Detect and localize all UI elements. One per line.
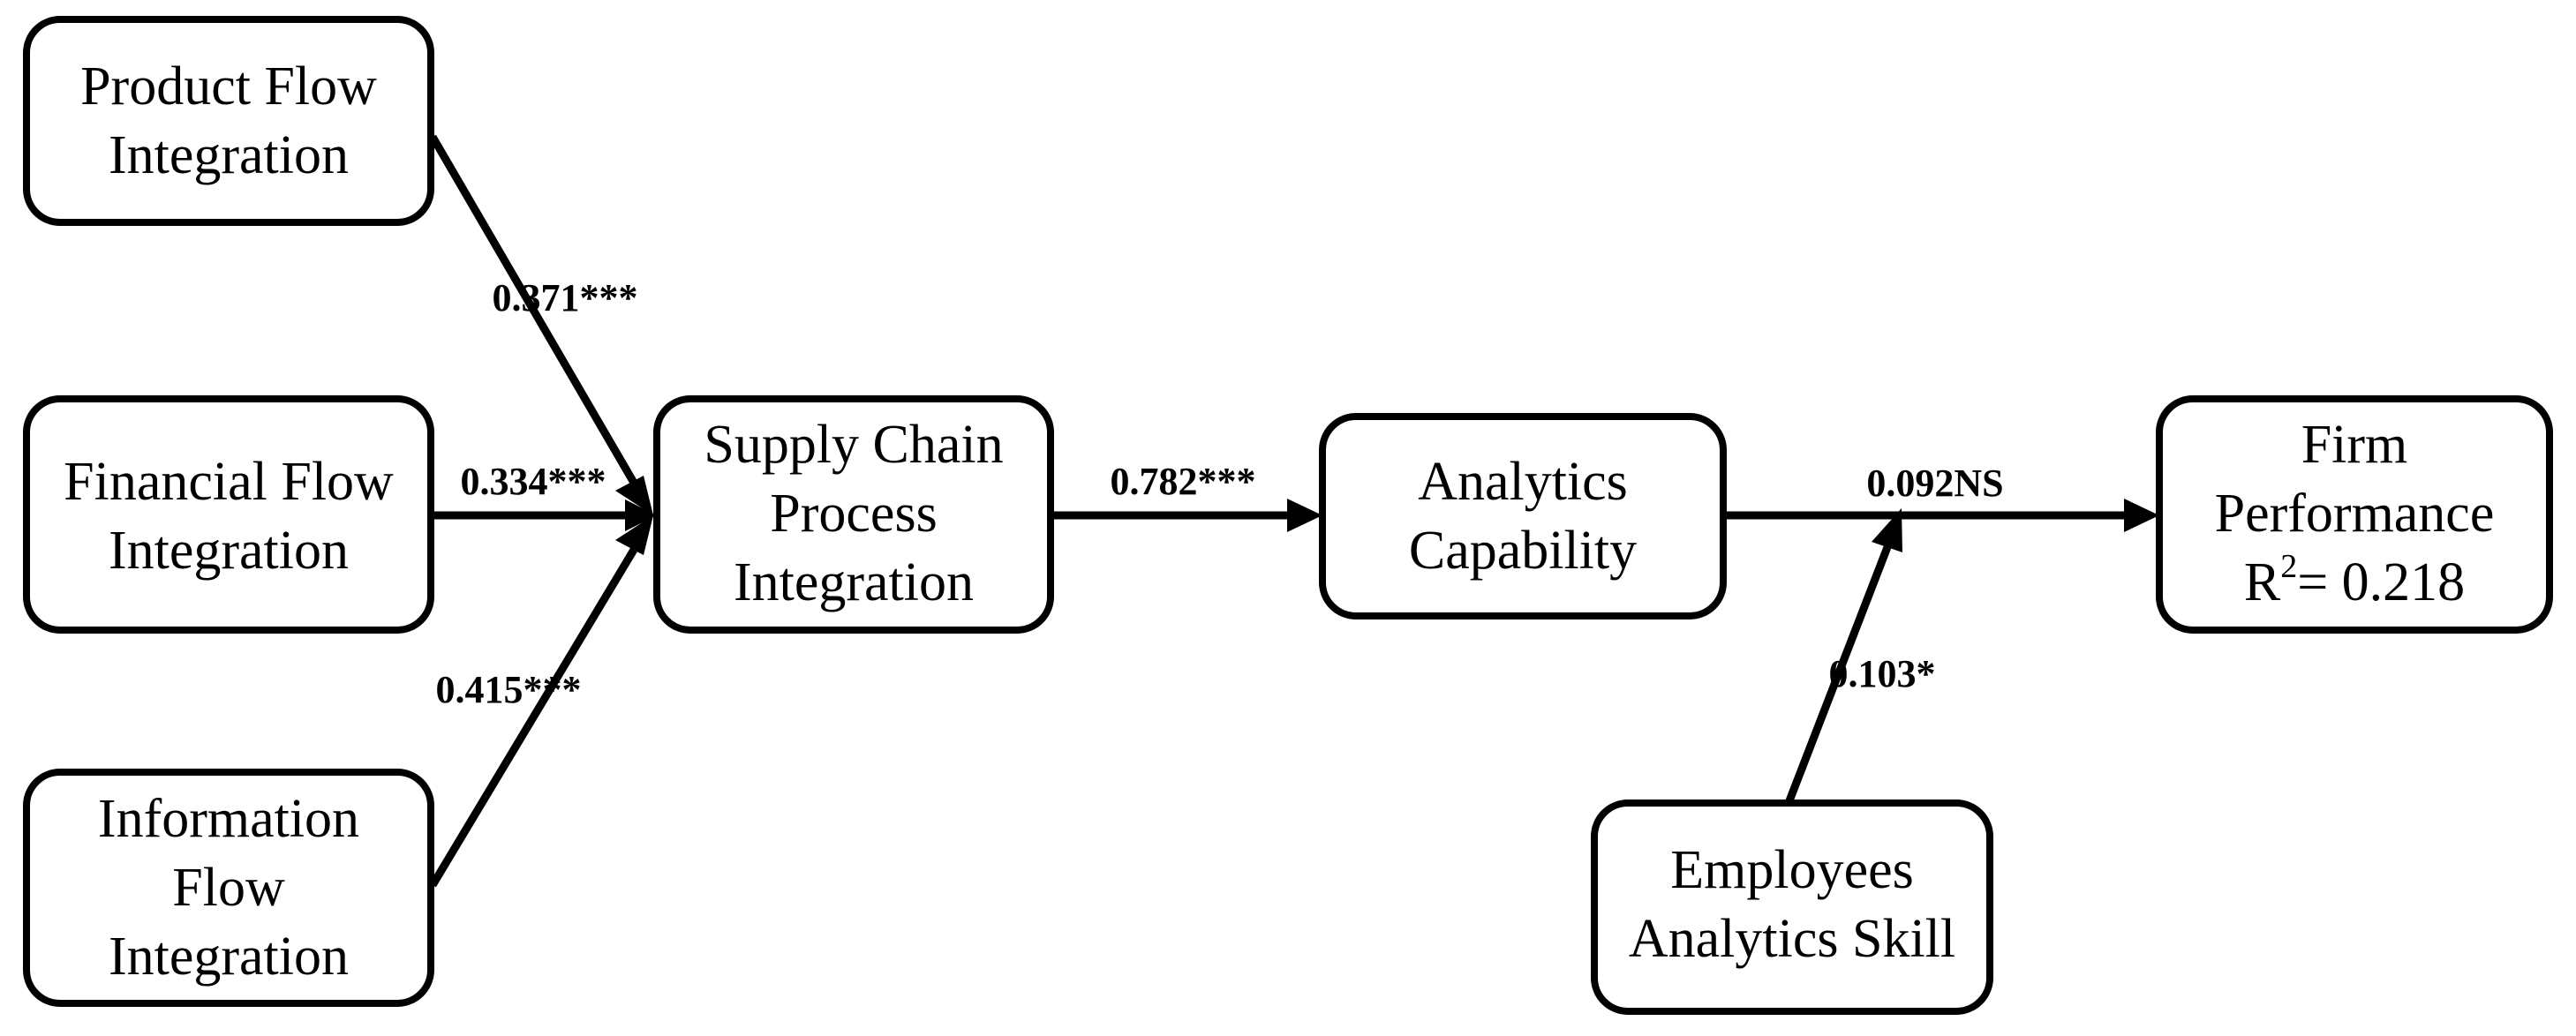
node-employees-analytics-skill: Employees Analytics Skill — [1591, 800, 1993, 1015]
node-financial-flow: Financial Flow Integration — [23, 395, 434, 634]
r2-value: = 0.218 — [2297, 552, 2465, 612]
coef-scpi-to-analytics: 0.782*** — [1111, 460, 1256, 503]
node-information-flow-line-3: Integration — [109, 927, 349, 987]
node-employees-skill-line-1: Employees — [1670, 840, 1914, 900]
coef-information-to-scpi: 0.415*** — [436, 668, 582, 711]
r2-superscript: 2 — [2280, 548, 2297, 585]
node-information-flow: Information Flow Integration — [23, 769, 434, 1007]
coef-skill-moderation: 0.103* — [1829, 652, 1936, 695]
node-scpi-line-3: Integration — [734, 552, 974, 612]
node-information-flow-line-2: Flow — [172, 858, 285, 918]
node-firm-performance-r2: R2= 0.218 — [2244, 548, 2465, 612]
node-information-flow-line-1: Information — [98, 789, 359, 849]
node-firm-performance-line-2: Performance — [2215, 484, 2495, 544]
node-employees-skill-line-2: Analytics Skill — [1629, 909, 1955, 969]
node-firm-performance-line-1: Firm — [2301, 415, 2408, 475]
edges — [429, 134, 2128, 888]
edge-skill-moderation — [1784, 545, 1892, 805]
node-analytics-capability-line-2: Capability — [1409, 521, 1637, 581]
edge-labels: 0.371*** 0.334*** 0.415*** 0.782*** 0.09… — [436, 276, 2004, 711]
node-financial-flow-line-1: Financial Flow — [64, 452, 394, 512]
node-product-flow-line-1: Product Flow — [80, 56, 377, 116]
node-scpi-line-1: Supply Chain — [704, 415, 1003, 475]
node-analytics-capability: Analytics Capability — [1319, 413, 1727, 619]
node-financial-flow-line-2: Integration — [109, 521, 349, 581]
node-firm-performance: Firm Performance R2= 0.218 — [2156, 395, 2553, 634]
arrowhead-analytics-to-firm — [2124, 499, 2159, 532]
edge-product-to-scpi — [429, 134, 637, 485]
coef-product-to-scpi: 0.371*** — [493, 276, 638, 319]
arrowhead-financial-to-scpi — [625, 499, 657, 531]
node-scpi-line-2: Process — [770, 484, 937, 544]
node-product-flow-line-2: Integration — [109, 125, 349, 185]
node-analytics-capability-line-1: Analytics — [1418, 452, 1628, 512]
r2-prefix: R — [2244, 552, 2281, 612]
arrowhead-product-to-scpi — [615, 476, 653, 515]
arrowhead-skill-moderation — [1872, 508, 1902, 552]
arrowheads — [615, 476, 2159, 555]
edge-information-to-scpi — [429, 547, 637, 888]
arrowhead-scpi-to-analytics — [1287, 499, 1322, 532]
node-product-flow: Product Flow Integration — [23, 16, 434, 226]
coef-financial-to-scpi: 0.334*** — [461, 460, 606, 503]
coef-analytics-to-firm: 0.092NS — [1866, 462, 2003, 505]
node-scpi: Supply Chain Process Integration — [653, 395, 1054, 634]
arrowhead-information-to-scpi — [615, 515, 653, 555]
